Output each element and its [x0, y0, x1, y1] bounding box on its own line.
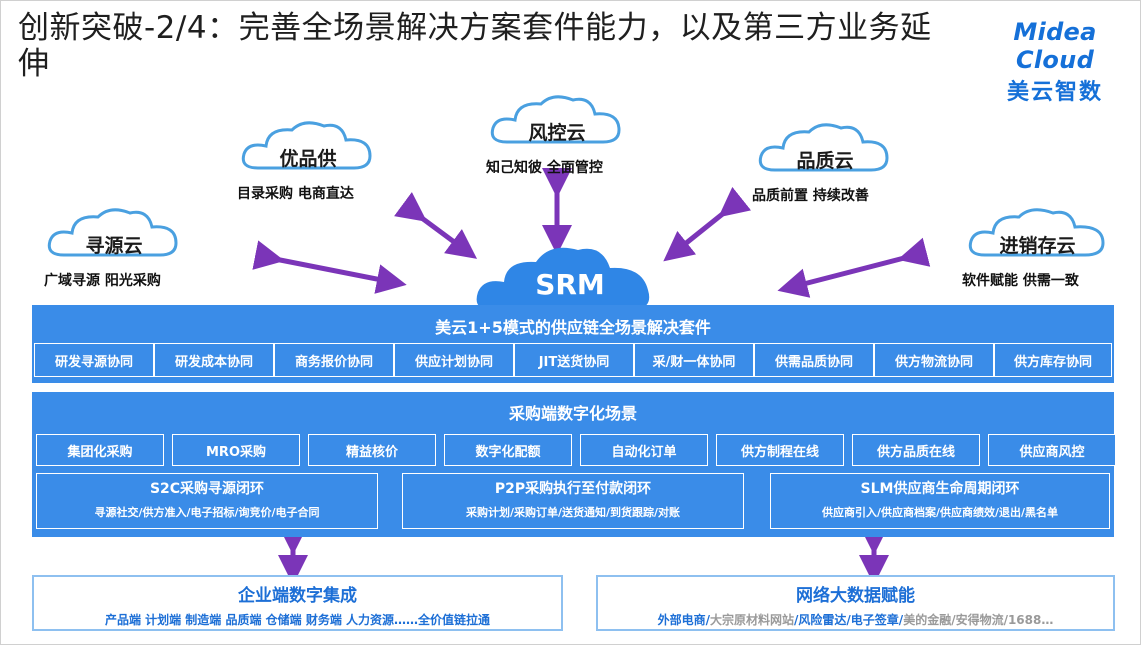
cloud-outline-icon	[241, 121, 372, 170]
solution-suite-band: 美云1+5模式的供应链全场景解决套件 研发寻源协同 研发成本协同 商务报价协同 …	[32, 305, 1114, 383]
cloud-desc: 品质前置 持续改善	[752, 188, 869, 204]
suite-item: 供方物流协同	[874, 343, 994, 377]
procurement-item: 自动化订单	[580, 434, 708, 466]
logo-main-text: Midea Cloud	[1013, 18, 1097, 74]
suite-item: 采/财一体协同	[634, 343, 754, 377]
loop-p2p: P2P采购执行至付款闭环 采购计划/采购订单/送货通知/到货跟踪/对账	[402, 473, 744, 529]
suite-item: JIT送货协同	[514, 343, 634, 377]
logo-sub-text: 美云智数	[1006, 80, 1103, 105]
cloud-label: 风控云	[528, 122, 586, 144]
arrow-youpin	[394, 192, 478, 259]
suite-item: 供方库存协同	[994, 343, 1112, 377]
suite-item: 商务报价协同	[274, 343, 394, 377]
bigdata-title: 网络大数据赋能	[796, 586, 915, 606]
cloud-youpin: 优品供	[238, 116, 378, 176]
enterprise-subtitle: 产品端 计划端 制造端 品质端 仓储端 财务端 人力资源……全价值链拉通	[104, 613, 491, 627]
loop-title: S2C采购寻源闭环	[149, 481, 265, 497]
bigdata-subtitle: 外部电商/大宗原材料网站/风险雷达/电子签章/美的金融/安得物流/1688…	[598, 611, 1113, 628]
loop-title: SLM供应商生命周期闭环	[860, 481, 1020, 497]
procurement-item: 数字化配额	[444, 434, 572, 466]
cloud-outline-icon	[758, 123, 889, 172]
procurement-item-row: 集团化采购 MRO采购 精益核价 数字化配额 自动化订单 供方制程在线 供方品质…	[36, 434, 1116, 466]
cloud-label: 寻源云	[85, 235, 143, 257]
cloud-desc: 广域寻源 阳光采购	[44, 273, 161, 289]
cloud-label: 品质云	[796, 150, 854, 172]
suite-item: 供应计划协同	[394, 343, 514, 377]
loop-subtitle: 供应商引入/供应商档案/供应商绩效/退出/黑名单	[821, 506, 1059, 519]
loop-subtitle: 寻源社交/供方准入/电子招标/询竞价/电子合同	[94, 506, 320, 519]
enterprise-integration-box: 企业端数字集成 产品端 计划端 制造端 品质端 仓储端 财务端 人力资源……全价…	[32, 575, 563, 631]
arrow-pinzhi	[663, 186, 752, 262]
procurement-item: 集团化采购	[36, 434, 164, 466]
cloud-fengkong: 风控云	[487, 90, 627, 150]
page-title: 创新突破-2/4：完善全场景解决方案套件能力，以及第三方业务延伸	[18, 10, 932, 82]
procurement-item: 供方制程在线	[716, 434, 844, 466]
cloud-outline-icon	[490, 95, 621, 144]
cloud-desc: 目录采购 电商直达	[237, 186, 354, 202]
cloud-jinxiaocun: 进销存云	[965, 203, 1110, 263]
procurement-title: 采购端数字化场景	[508, 404, 637, 423]
arrow-xunyuan	[252, 240, 407, 294]
procurement-band: 采购端数字化场景 集团化采购 MRO采购 精益核价 数字化配额 自动化订单 供方…	[32, 392, 1116, 537]
srm-cloud: SRM	[470, 240, 670, 310]
bigdata-sub-part: 美的金融/安得物流/1688…	[903, 613, 1054, 627]
srm-cloud-icon	[476, 247, 650, 310]
bigdata-sub-part: 大宗原材料网站	[710, 613, 795, 627]
suite-item-row: 研发寻源协同 研发成本协同 商务报价协同 供应计划协同 JIT送货协同 采/财一…	[34, 343, 1112, 377]
loop-slm: SLM供应商生命周期闭环 供应商引入/供应商档案/供应商绩效/退出/黑名单	[770, 473, 1110, 529]
loop-title: P2P采购执行至付款闭环	[494, 481, 652, 497]
suite-item: 研发寻源协同	[34, 343, 154, 377]
cloud-pinzhi: 品质云	[755, 118, 895, 178]
suite-item: 供需品质协同	[754, 343, 874, 377]
arrow-jinxiao	[777, 237, 931, 298]
loop-subtitle: 采购计划/采购订单/送货通知/到货跟踪/对账	[465, 506, 681, 519]
enterprise-title: 企业端数字集成	[238, 586, 357, 606]
srm-label: SRM	[535, 268, 605, 301]
cloud-outline-icon	[47, 208, 178, 257]
bigdata-sub-part: 外部电商/	[657, 613, 711, 627]
cloud-outline-icon	[968, 208, 1105, 257]
cloud-desc: 知己知彼 全面管控	[486, 160, 603, 176]
bigdata-sub-part: /风险雷达/电子签章/	[794, 613, 904, 627]
procurement-item: 精益核价	[308, 434, 436, 466]
procurement-item: 供应商风控	[988, 434, 1116, 466]
bigdata-enablement-box: 网络大数据赋能 外部电商/大宗原材料网站/风险雷达/电子签章/美的金融/安得物流…	[596, 575, 1115, 631]
cloud-label: 优品供	[279, 148, 337, 170]
procurement-item: 供方品质在线	[852, 434, 980, 466]
suite-item: 研发成本协同	[154, 343, 274, 377]
suite-title: 美云1+5模式的供应链全场景解决套件	[435, 318, 711, 337]
cloud-xunyuan: 寻源云	[44, 203, 184, 263]
loop-s2c: S2C采购寻源闭环 寻源社交/供方准入/电子招标/询竞价/电子合同	[36, 473, 378, 529]
cloud-desc: 软件赋能 供需一致	[962, 273, 1079, 289]
midea-cloud-logo: Midea Cloud 美云智数	[975, 18, 1135, 106]
procurement-item: MRO采购	[172, 434, 300, 466]
cloud-label: 进销存云	[999, 235, 1076, 257]
